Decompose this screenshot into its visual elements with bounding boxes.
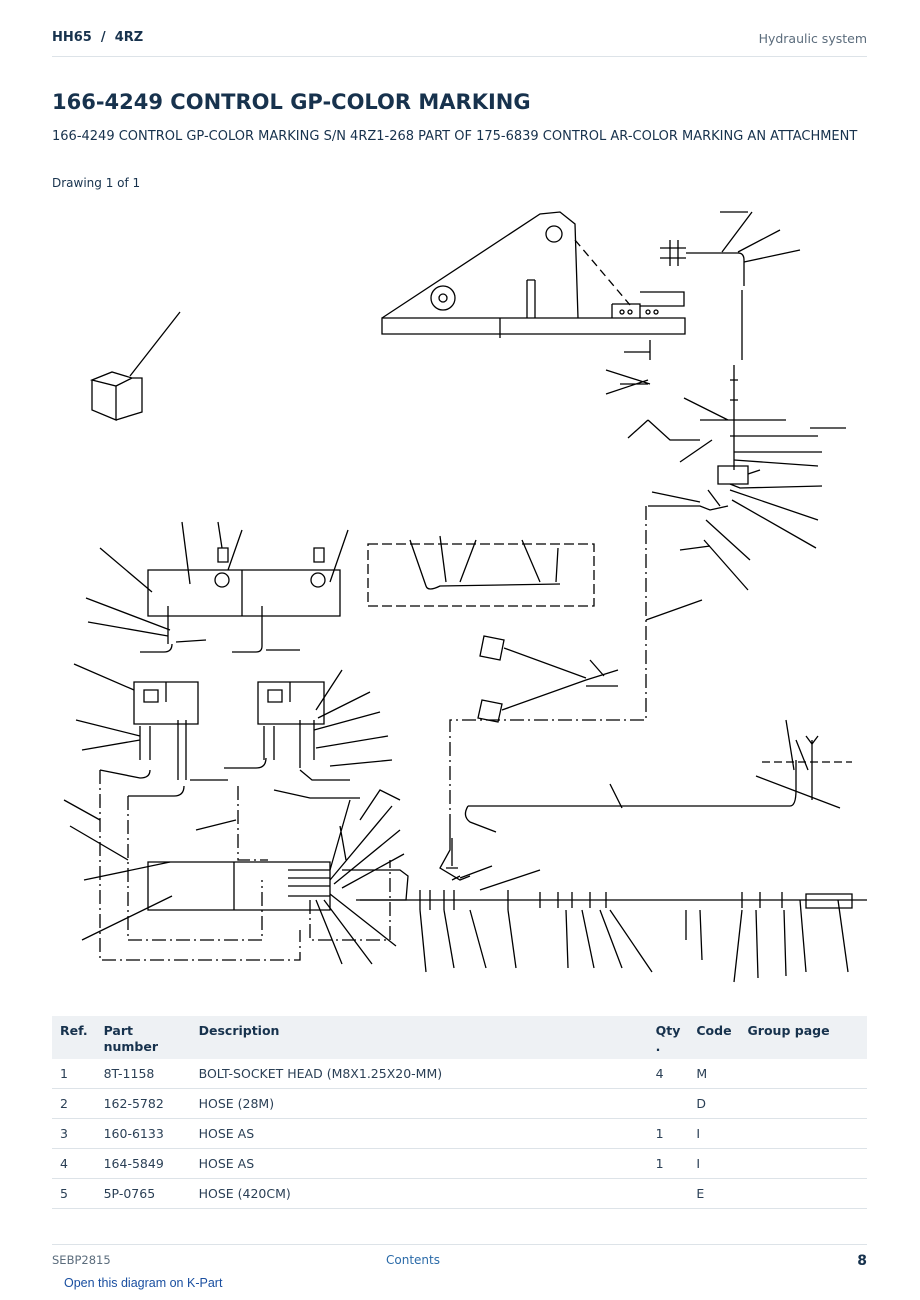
cell-group-page xyxy=(739,1118,867,1149)
document-id: SEBP2815 xyxy=(52,1253,111,1267)
table-row: 1 8T-1158 BOLT-SOCKET HEAD (M8X1.25X20-M… xyxy=(52,1059,867,1089)
cell-ref: 4 xyxy=(52,1148,96,1179)
cell-qty xyxy=(647,1178,689,1209)
col-group-page: Group page xyxy=(739,1016,867,1059)
model-label: HH65 / 4RZ xyxy=(52,30,144,45)
cell-part-number[interactable]: 8T-1158 xyxy=(95,1059,191,1089)
cell-part-number[interactable]: 5P-0765 xyxy=(95,1178,191,1209)
cell-part-number[interactable]: 162-5782 xyxy=(95,1088,191,1119)
cell-code: M xyxy=(688,1059,740,1089)
cell-qty xyxy=(647,1088,689,1119)
cell-qty: 4 xyxy=(647,1059,689,1089)
cell-description: HOSE (28M) xyxy=(190,1088,648,1119)
page-number: 8 xyxy=(857,1253,867,1269)
open-kpart-link[interactable]: Open this diagram on K-Part xyxy=(64,1276,223,1290)
cell-qty: 1 xyxy=(647,1118,689,1149)
col-ref: Ref. xyxy=(52,1016,96,1059)
table-row: 2 162-5782 HOSE (28M) D xyxy=(52,1088,867,1119)
footer-divider xyxy=(52,1244,867,1245)
cell-description: HOSE AS xyxy=(190,1118,648,1149)
cell-ref: 5 xyxy=(52,1178,96,1209)
cell-ref: 1 xyxy=(52,1059,96,1089)
page-subtitle: 166-4249 CONTROL GP-COLOR MARKING S/N 4R… xyxy=(52,129,858,144)
table-header-row: Ref. Part number Description Qty . Code … xyxy=(52,1016,867,1059)
cell-qty: 1 xyxy=(647,1148,689,1179)
cell-group-page xyxy=(739,1088,867,1119)
cell-description: HOSE (420CM) xyxy=(190,1178,648,1209)
table-row: 3 160-6133 HOSE AS 1 I xyxy=(52,1118,867,1149)
page-title: 166-4249 CONTROL GP-COLOR MARKING xyxy=(52,90,531,114)
table-row: 4 164-5849 HOSE AS 1 I xyxy=(52,1148,867,1179)
col-qty: Qty . xyxy=(647,1016,689,1059)
table-row: 5 5P-0765 HOSE (420CM) E xyxy=(52,1178,867,1209)
cell-part-number[interactable]: 160-6133 xyxy=(95,1118,191,1149)
cell-code: D xyxy=(688,1088,740,1119)
parts-table: Ref. Part number Description Qty . Code … xyxy=(52,1016,867,1209)
col-code: Code xyxy=(688,1016,740,1059)
cell-group-page xyxy=(739,1148,867,1179)
cell-code: I xyxy=(688,1148,740,1179)
drawing-label: Drawing 1 of 1 xyxy=(52,176,141,190)
cell-description: HOSE AS xyxy=(190,1148,648,1179)
col-part-number: Part number xyxy=(95,1016,191,1059)
col-description: Description xyxy=(190,1016,648,1059)
page-header: HH65 / 4RZ Hydraulic system xyxy=(52,28,867,57)
cell-part-number[interactable]: 164-5849 xyxy=(95,1148,191,1179)
cell-group-page xyxy=(739,1178,867,1209)
section-label: Hydraulic system xyxy=(758,31,867,46)
cell-group-page xyxy=(739,1059,867,1089)
cell-ref: 3 xyxy=(52,1118,96,1149)
exploded-parts-diagram xyxy=(63,211,867,983)
cell-code: I xyxy=(688,1118,740,1149)
cell-code: E xyxy=(688,1178,740,1209)
cell-description: BOLT-SOCKET HEAD (M8X1.25X20-MM) xyxy=(190,1059,648,1089)
cell-ref: 2 xyxy=(52,1088,96,1119)
contents-link[interactable]: Contents xyxy=(386,1253,440,1267)
